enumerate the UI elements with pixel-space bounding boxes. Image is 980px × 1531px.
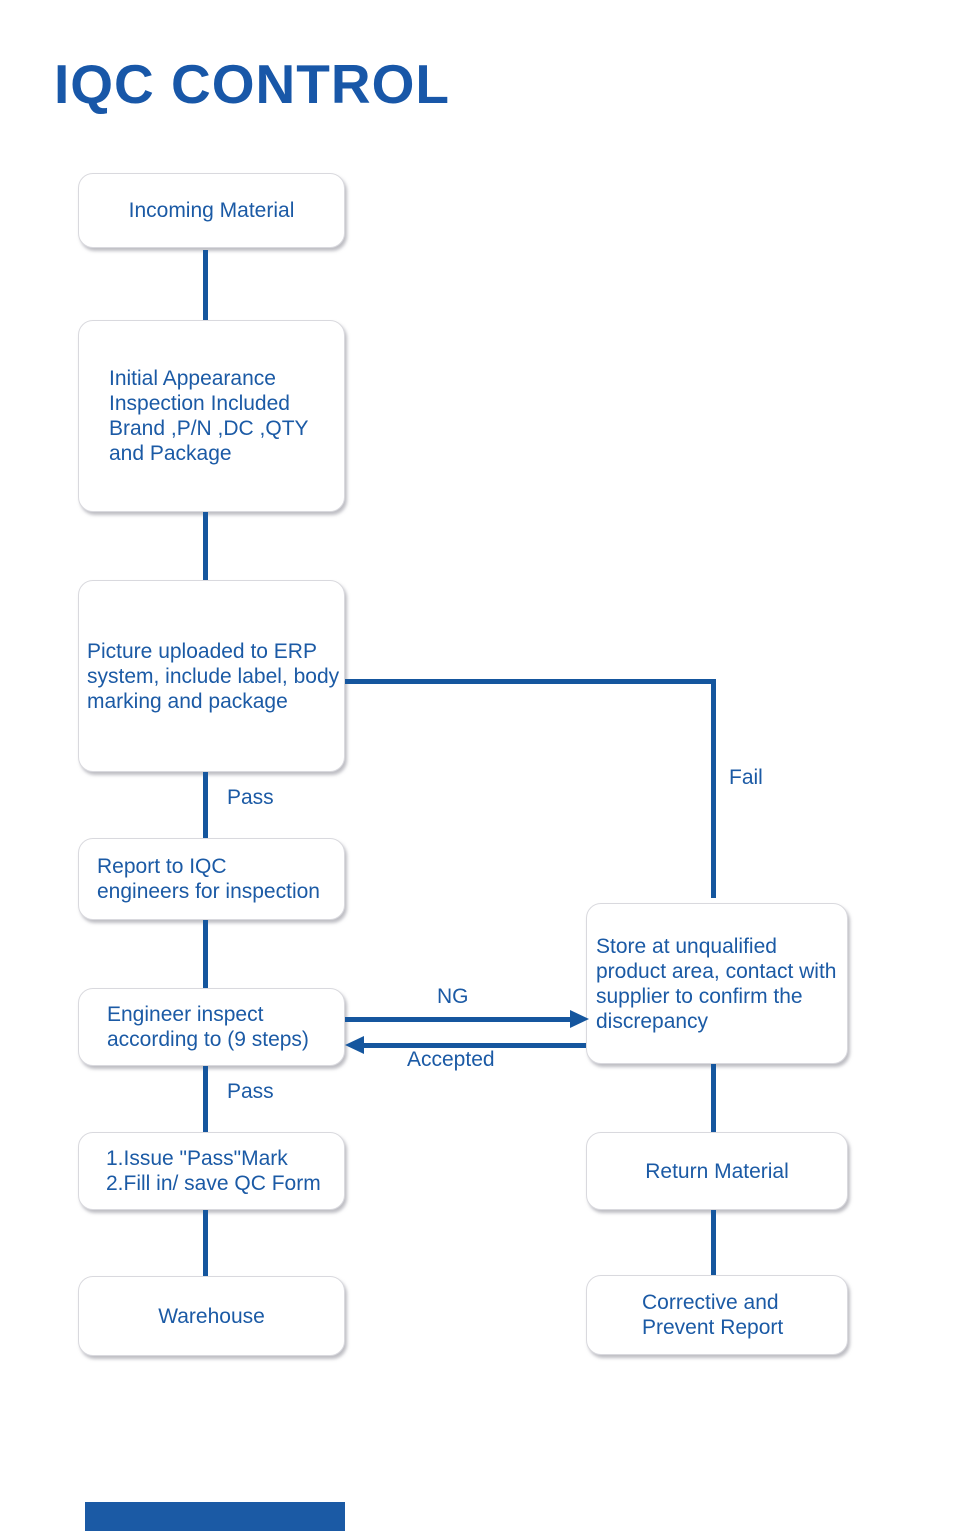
node-corrective-prevent-report: Corrective and Prevent Report xyxy=(586,1275,848,1355)
footer-accent-bar xyxy=(85,1502,345,1531)
node-picture-uploaded-erp: Picture uploaded to ERP system, include … xyxy=(78,580,345,772)
edge-accepted-line xyxy=(363,1043,586,1048)
node-label: Picture uploaded to ERP system, include … xyxy=(87,639,340,713)
node-incoming-material: Incoming Material xyxy=(78,173,345,248)
connector-store-to-return xyxy=(711,1064,716,1132)
connector-issue-to-warehouse xyxy=(203,1210,208,1276)
edge-label-pass-lower: Pass xyxy=(227,1080,274,1103)
page-title: IQC CONTROL xyxy=(54,53,450,115)
edge-label-ng: NG xyxy=(437,985,469,1008)
connector-engineer-to-issue xyxy=(203,1066,208,1132)
node-engineer-inspect: Engineer inspect according to (9 steps) xyxy=(78,988,345,1066)
connector-incoming-to-initial xyxy=(203,250,208,320)
node-initial-appearance-inspection: Initial Appearance Inspection Included B… xyxy=(78,320,345,512)
node-label: Return Material xyxy=(645,1159,789,1183)
connector-initial-to-picture xyxy=(203,512,208,580)
node-issue-pass-mark: 1.Issue "Pass"Mark 2.Fill in/ save QC Fo… xyxy=(78,1132,345,1210)
node-label: Corrective and Prevent Report xyxy=(642,1291,784,1339)
edge-ng-line xyxy=(345,1017,572,1022)
node-store-unqualified: Store at unqualified product area, conta… xyxy=(586,903,848,1064)
connector-fail-vertical xyxy=(711,679,716,898)
node-warehouse: Warehouse xyxy=(78,1276,345,1356)
node-label: Incoming Material xyxy=(128,199,295,222)
node-label: Store at unqualified product area, conta… xyxy=(596,934,837,1033)
connector-picture-to-report xyxy=(203,772,208,838)
node-label: Warehouse xyxy=(158,1304,265,1328)
node-label: Initial Appearance Inspection Included B… xyxy=(109,367,309,465)
arrow-right-icon xyxy=(570,1010,589,1028)
node-label: Report to IQC engineers for inspection xyxy=(97,855,320,903)
node-label: Engineer inspect according to (9 steps) xyxy=(107,1003,309,1051)
arrow-left-icon xyxy=(345,1036,364,1054)
edge-label-fail: Fail xyxy=(729,766,763,789)
edge-label-pass-upper: Pass xyxy=(227,786,274,809)
node-report-to-iqc: Report to IQC engineers for inspection xyxy=(78,838,345,920)
connector-return-to-corrective xyxy=(711,1210,716,1275)
node-label: 1.Issue "Pass"Mark 2.Fill in/ save QC Fo… xyxy=(106,1147,321,1195)
edge-label-accepted: Accepted xyxy=(407,1048,495,1071)
node-return-material: Return Material xyxy=(586,1132,848,1210)
connector-report-to-engineer xyxy=(203,920,208,988)
connector-fail-horizontal xyxy=(345,679,716,684)
